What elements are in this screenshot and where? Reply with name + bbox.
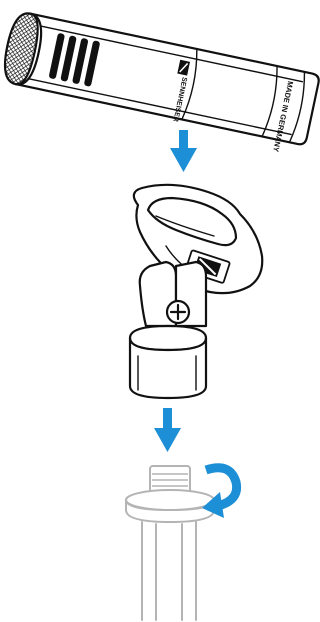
arrow-down-icon	[154, 408, 181, 452]
microphone-clip	[130, 185, 262, 398]
microphone: SENNHEISER MADE IN GERMANY	[0, 10, 320, 157]
stand-pole	[142, 522, 196, 620]
arrow-down-icon	[170, 130, 197, 172]
stand-flange-top	[126, 490, 214, 510]
microphone-stand	[126, 466, 214, 620]
clip-collar-top	[130, 326, 206, 350]
